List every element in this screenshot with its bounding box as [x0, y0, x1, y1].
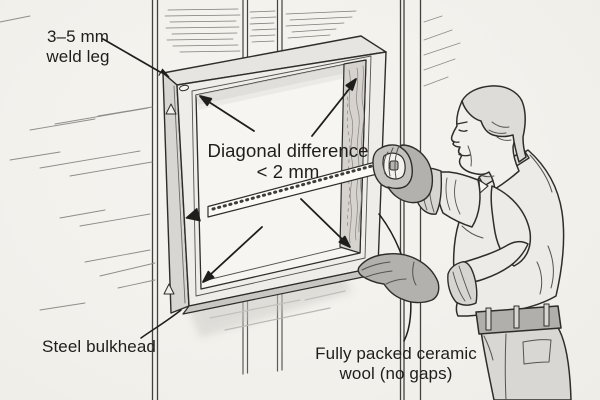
eye [458, 129, 468, 132]
tape-ticks [211, 162, 383, 211]
sweater-fold-lines [461, 154, 554, 295]
tape-arrowhead [185, 207, 201, 222]
wool-label-line2: wool (no gaps) [339, 363, 453, 383]
diagonal-arrows [199, 78, 357, 283]
diagonal-label-line1: Diagonal difference [207, 140, 369, 161]
hair-strands [488, 121, 512, 141]
weld-symbol-triangle-top [165, 103, 177, 115]
weld-leg-label: 3–5 mm weld leg [34, 27, 122, 66]
mouth [458, 153, 471, 157]
diagonal-arrowhead-lower-left [202, 270, 215, 283]
weld-leg-label-line1: 3–5 mm [46, 27, 109, 46]
frame-inner-step-line [191, 55, 372, 297]
diagonal-arrowhead-upper-right [345, 78, 357, 91]
diagonal-arrowhead-upper-left [199, 95, 213, 107]
belt-loops [485, 303, 550, 331]
opening-top-shadow [196, 60, 366, 105]
cuff-ribs-lower [452, 265, 472, 302]
worker-trousers [480, 325, 572, 400]
ceramic-wool-label: Fully packed ceramic wool (no gaps) [303, 344, 489, 383]
worker-glove-upper [387, 144, 434, 204]
weld-leg-leader [102, 38, 162, 74]
panel-bottom-edge [202, 243, 358, 282]
eyebrow [456, 121, 468, 125]
ceramic-wool-strip [339, 59, 367, 254]
weld-leg-arrowhead [158, 68, 170, 78]
diagonal-arrowhead-lower-right [338, 235, 351, 248]
wall-hatch-top [164, 8, 357, 53]
neck-line [479, 174, 495, 178]
weld-symbol-triangle-bottom [163, 283, 175, 295]
face-features [452, 121, 495, 178]
wall-hatch-right [423, 15, 461, 87]
opening-top-shadow-soft [198, 69, 365, 110]
frame-left-ridge [173, 85, 186, 304]
worker-cuff-lower [447, 261, 478, 306]
sleeve-folds-near [445, 177, 461, 215]
bulkhead-label-text: Steel bulkhead [42, 337, 156, 356]
corner-weld-dot [178, 84, 190, 92]
wool-label-line1: Fully packed ceramic [315, 344, 477, 363]
wall-hatch-left [0, 15, 156, 311]
bulkhead-leader [140, 309, 182, 339]
wall-stud-lines-top [242, 0, 283, 59]
worker [357, 85, 572, 400]
worker-near-arm-sleeve [436, 171, 481, 228]
diagonal-label-line2: < 2 mm [256, 161, 320, 183]
cheek-line [467, 145, 472, 167]
steel-bulkhead-label: Steel bulkhead [40, 337, 158, 357]
worker-glove-lower [357, 253, 440, 304]
trouser-details [483, 333, 552, 400]
glove-lower-fingers [361, 261, 417, 286]
back-pocket [522, 339, 552, 365]
diagonal-difference-label: Diagonal difference < 2 mm [193, 140, 383, 183]
weld-leg-label-line2: weld leg [46, 46, 110, 66]
tape-measure-hub [389, 160, 399, 171]
glove-upper-fingers [383, 145, 400, 179]
nostril [452, 140, 460, 143]
